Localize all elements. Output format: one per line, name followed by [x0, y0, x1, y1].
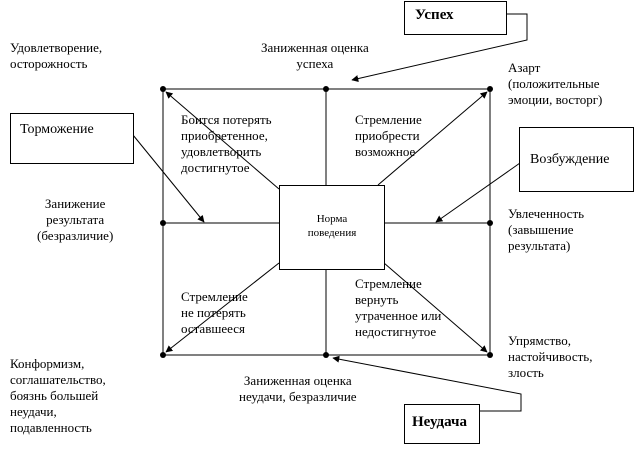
failure-label: Неудача: [412, 414, 467, 430]
node-mid-right: [487, 220, 493, 226]
label-enthusiasm: Увлеченность (завышение результата): [508, 206, 585, 253]
norm-label: Норма поведения: [307, 213, 357, 239]
diag-to-top-left: [165, 91, 280, 190]
diag-to-bottom-left: [165, 262, 280, 353]
excitement-arrow: [435, 162, 521, 223]
inhibition-label: Торможение: [20, 122, 94, 137]
failure-box: Неудача: [404, 404, 480, 444]
node-top-center: [323, 86, 329, 92]
node-bottom-center: [323, 352, 329, 358]
diag-to-bottom-right: [383, 262, 488, 353]
diag-to-top-right: [377, 91, 488, 186]
label-strive-acquire: Стремление приобрести возможное: [355, 112, 422, 159]
label-strive-not-lose: Стремление не потерять оставшееся: [181, 289, 248, 336]
label-stubbornness: Упрямство, настойчивость, злость: [508, 333, 593, 380]
label-strive-return: Стремление вернуть утраченное или недост…: [355, 276, 442, 339]
success-box: Успех: [404, 1, 507, 35]
inhibition-box: Торможение: [10, 113, 134, 164]
failure-arrow: [332, 355, 522, 412]
inhibition-arrow: [132, 134, 205, 223]
node-mid-left: [160, 220, 166, 226]
node-bottom-left: [160, 352, 166, 358]
label-fear-loss: Боится потерять приобретенное, удовлетво…: [181, 112, 272, 175]
excitement-box: Возбуждение: [519, 127, 634, 192]
success-arrow: [351, 13, 528, 83]
norm-box: Норма поведения: [279, 185, 385, 270]
label-lowering-result: Занижение результата (безразличие): [37, 196, 114, 243]
label-underestimate-success: Заниженная оценка успеха: [261, 40, 369, 71]
success-label: Успех: [415, 7, 454, 23]
node-bottom-right: [487, 352, 493, 358]
excitement-label: Возбуждение: [530, 152, 610, 167]
node-top-left: [160, 86, 166, 92]
node-top-right: [487, 86, 493, 92]
label-underestimate-failure: Заниженная оценка неудачи, безразличие: [239, 373, 357, 404]
label-conformism: Конформизм, соглашательство, боязнь боль…: [10, 356, 106, 435]
label-satisfaction: Удовлетворение, осторожность: [10, 40, 103, 71]
label-gamble: Азарт (положительные эмоции, восторг): [508, 60, 603, 107]
